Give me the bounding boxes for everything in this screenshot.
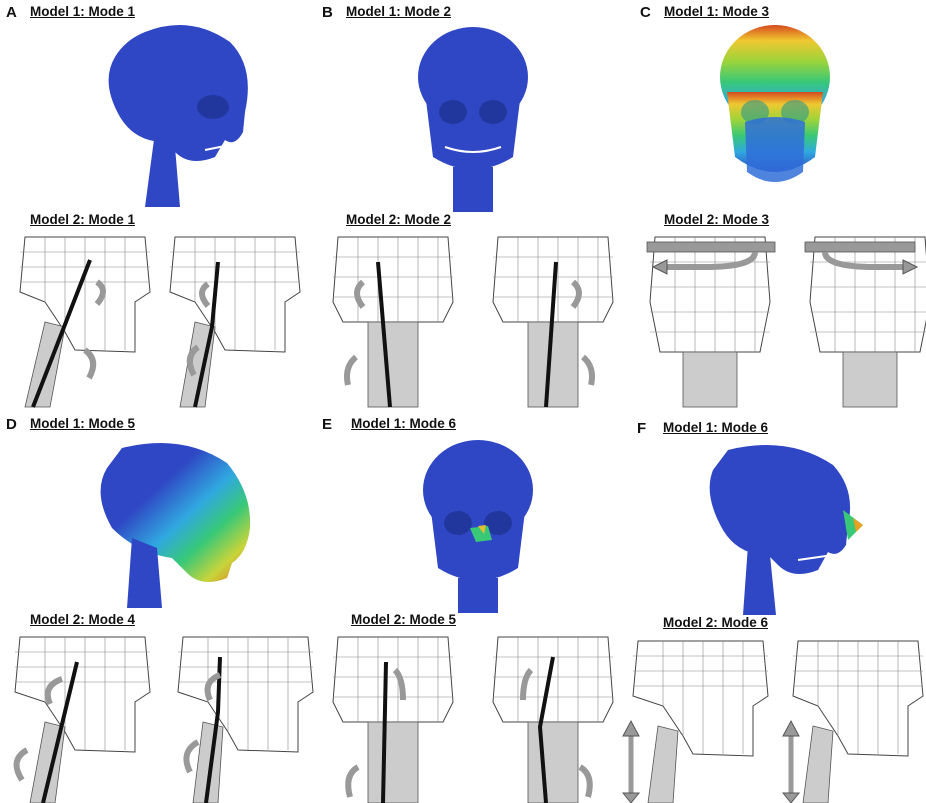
panel-e: E Model 1: Mode 6 Model 2: Mode 5 — [318, 410, 623, 803]
panel-bottom-title: Model 2: Mode 5 — [351, 612, 456, 627]
panel-top-title: Model 1: Mode 5 — [30, 416, 135, 431]
panel-bottom-title: Model 2: Mode 6 — [663, 615, 768, 630]
skull-side-render — [95, 22, 275, 207]
mesh-front-right — [488, 632, 618, 803]
mesh-front-twist-left — [645, 232, 775, 407]
panel-letter: E — [322, 416, 332, 433]
skull-side-jaw-render — [92, 438, 272, 613]
skull-front-nose-render — [418, 438, 538, 613]
panel-bottom-title: Model 2: Mode 4 — [30, 612, 135, 627]
panel-b: B Model 1: Mode 2 Model 2: Mode 2 — [318, 0, 623, 408]
mesh-front-left — [328, 632, 458, 803]
panel-top-title: Model 1: Mode 3 — [664, 4, 769, 19]
panel-bottom-title: Model 2: Mode 3 — [664, 212, 769, 227]
panel-f: F Model 1: Mode 6 Model 2: Mode 6 — [623, 410, 926, 803]
panel-a: A Model 1: Mode 1 Model 2: Mode 1 — [0, 0, 310, 408]
panel-top-title: Model 1: Mode 1 — [30, 4, 135, 19]
panel-top-title: Model 1: Mode 6 — [351, 416, 456, 431]
skull-side-nose-render — [698, 440, 868, 615]
panel-letter: C — [640, 4, 651, 21]
panel-bottom-title: Model 2: Mode 2 — [346, 212, 451, 227]
panel-c: C Model 1: Mode 3 Model 2: Mode 3 — [630, 0, 926, 408]
panel-top-title: Model 1: Mode 6 — [663, 420, 768, 435]
panel-letter: F — [637, 420, 646, 437]
mesh-head-left — [5, 632, 155, 803]
mesh-head-right — [168, 632, 318, 803]
panel-letter: D — [6, 416, 17, 433]
panel-top-title: Model 1: Mode 2 — [346, 4, 451, 19]
panel-d: D Model 1: Mode 5 Model 2: Mode 4 — [0, 410, 318, 803]
panel-letter: B — [322, 4, 333, 21]
mesh-front-right — [488, 232, 618, 407]
mesh-front-twist-right — [805, 232, 926, 407]
mesh-head-right — [160, 232, 310, 407]
panel-letter: A — [6, 4, 17, 21]
mesh-head-right — [783, 636, 926, 803]
mesh-front-left — [328, 232, 458, 407]
mesh-head-left — [5, 232, 155, 407]
mesh-head-left — [623, 636, 773, 803]
panel-bottom-title: Model 2: Mode 1 — [30, 212, 135, 227]
skull-front-render — [413, 22, 533, 212]
skull-front-rainbow-render — [715, 22, 835, 207]
